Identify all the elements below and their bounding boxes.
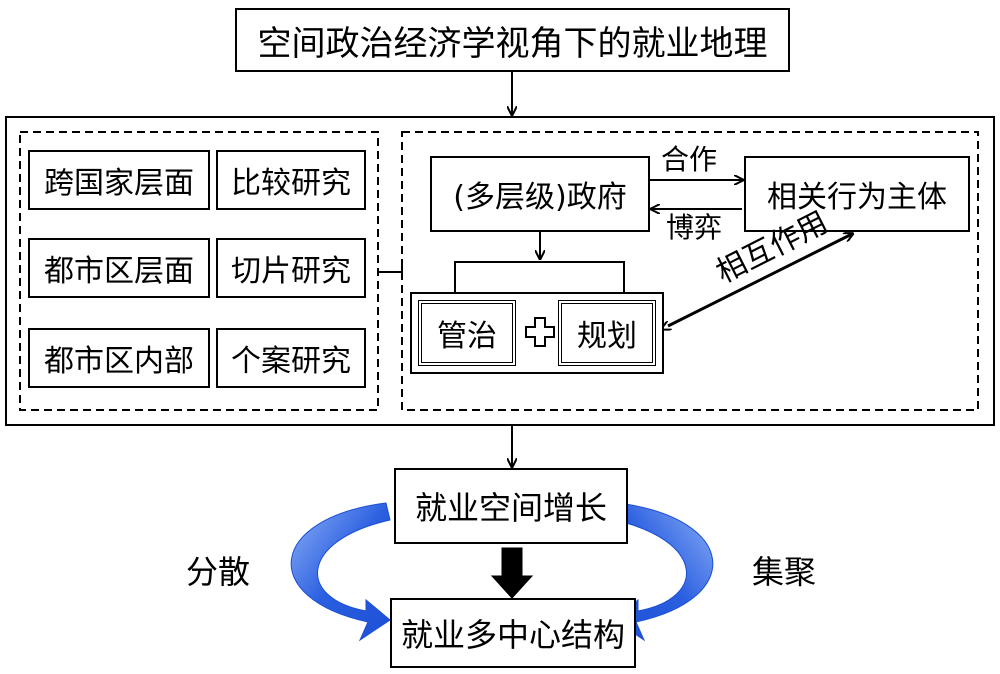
planning-box: 规划 (558, 300, 656, 366)
bracket (454, 261, 625, 292)
curved-arrow-disperse (290, 502, 391, 642)
level-label: 都市区层面 (44, 254, 194, 289)
structure-label: 就业多中心结构 (400, 616, 625, 654)
level-box-transnational: 跨国家层面 (28, 150, 210, 210)
method-label: 个案研究 (231, 344, 351, 379)
right-dashed-panel (401, 131, 979, 411)
central-down-arrow (490, 547, 534, 599)
game-label: 博弈 (666, 211, 723, 244)
title-box: 空间政治经济学视角下的就业地理 (235, 8, 790, 72)
method-label: 比较研究 (231, 166, 351, 201)
actors-box: 相关行为主体 (744, 156, 970, 232)
governance-label: 管治 (437, 319, 497, 354)
cooperation-label: 合作 (661, 143, 718, 176)
level-label: 都市区内部 (44, 344, 194, 379)
method-box-comparative: 比较研究 (216, 150, 366, 210)
actors-label: 相关行为主体 (767, 180, 947, 215)
structure-box: 就业多中心结构 (390, 598, 636, 668)
growth-box: 就业空间增长 (394, 468, 628, 544)
curved-arrow-agglomerate (613, 502, 714, 642)
method-label: 切片研究 (231, 254, 351, 289)
main-frame (5, 116, 995, 426)
level-box-intra-metro: 都市区内部 (28, 328, 210, 388)
method-box-case: 个案研究 (216, 328, 366, 388)
title-text: 空间政治经济学视角下的就业地理 (257, 23, 768, 64)
agglomerate-label: 集聚 (752, 553, 817, 591)
method-box-slice: 切片研究 (216, 238, 366, 298)
level-label: 跨国家层面 (44, 166, 194, 201)
government-label: (多层级)政府 (453, 180, 627, 215)
level-box-metro: 都市区层面 (28, 238, 210, 298)
disperse-label: 分散 (186, 553, 251, 591)
arrow-interaction (668, 234, 852, 326)
government-box: (多层级)政府 (430, 156, 650, 232)
plus-icon (524, 316, 556, 348)
growth-label: 就业空间增长 (414, 489, 607, 527)
planning-label: 规划 (577, 319, 637, 354)
governance-box: 管治 (418, 300, 516, 366)
